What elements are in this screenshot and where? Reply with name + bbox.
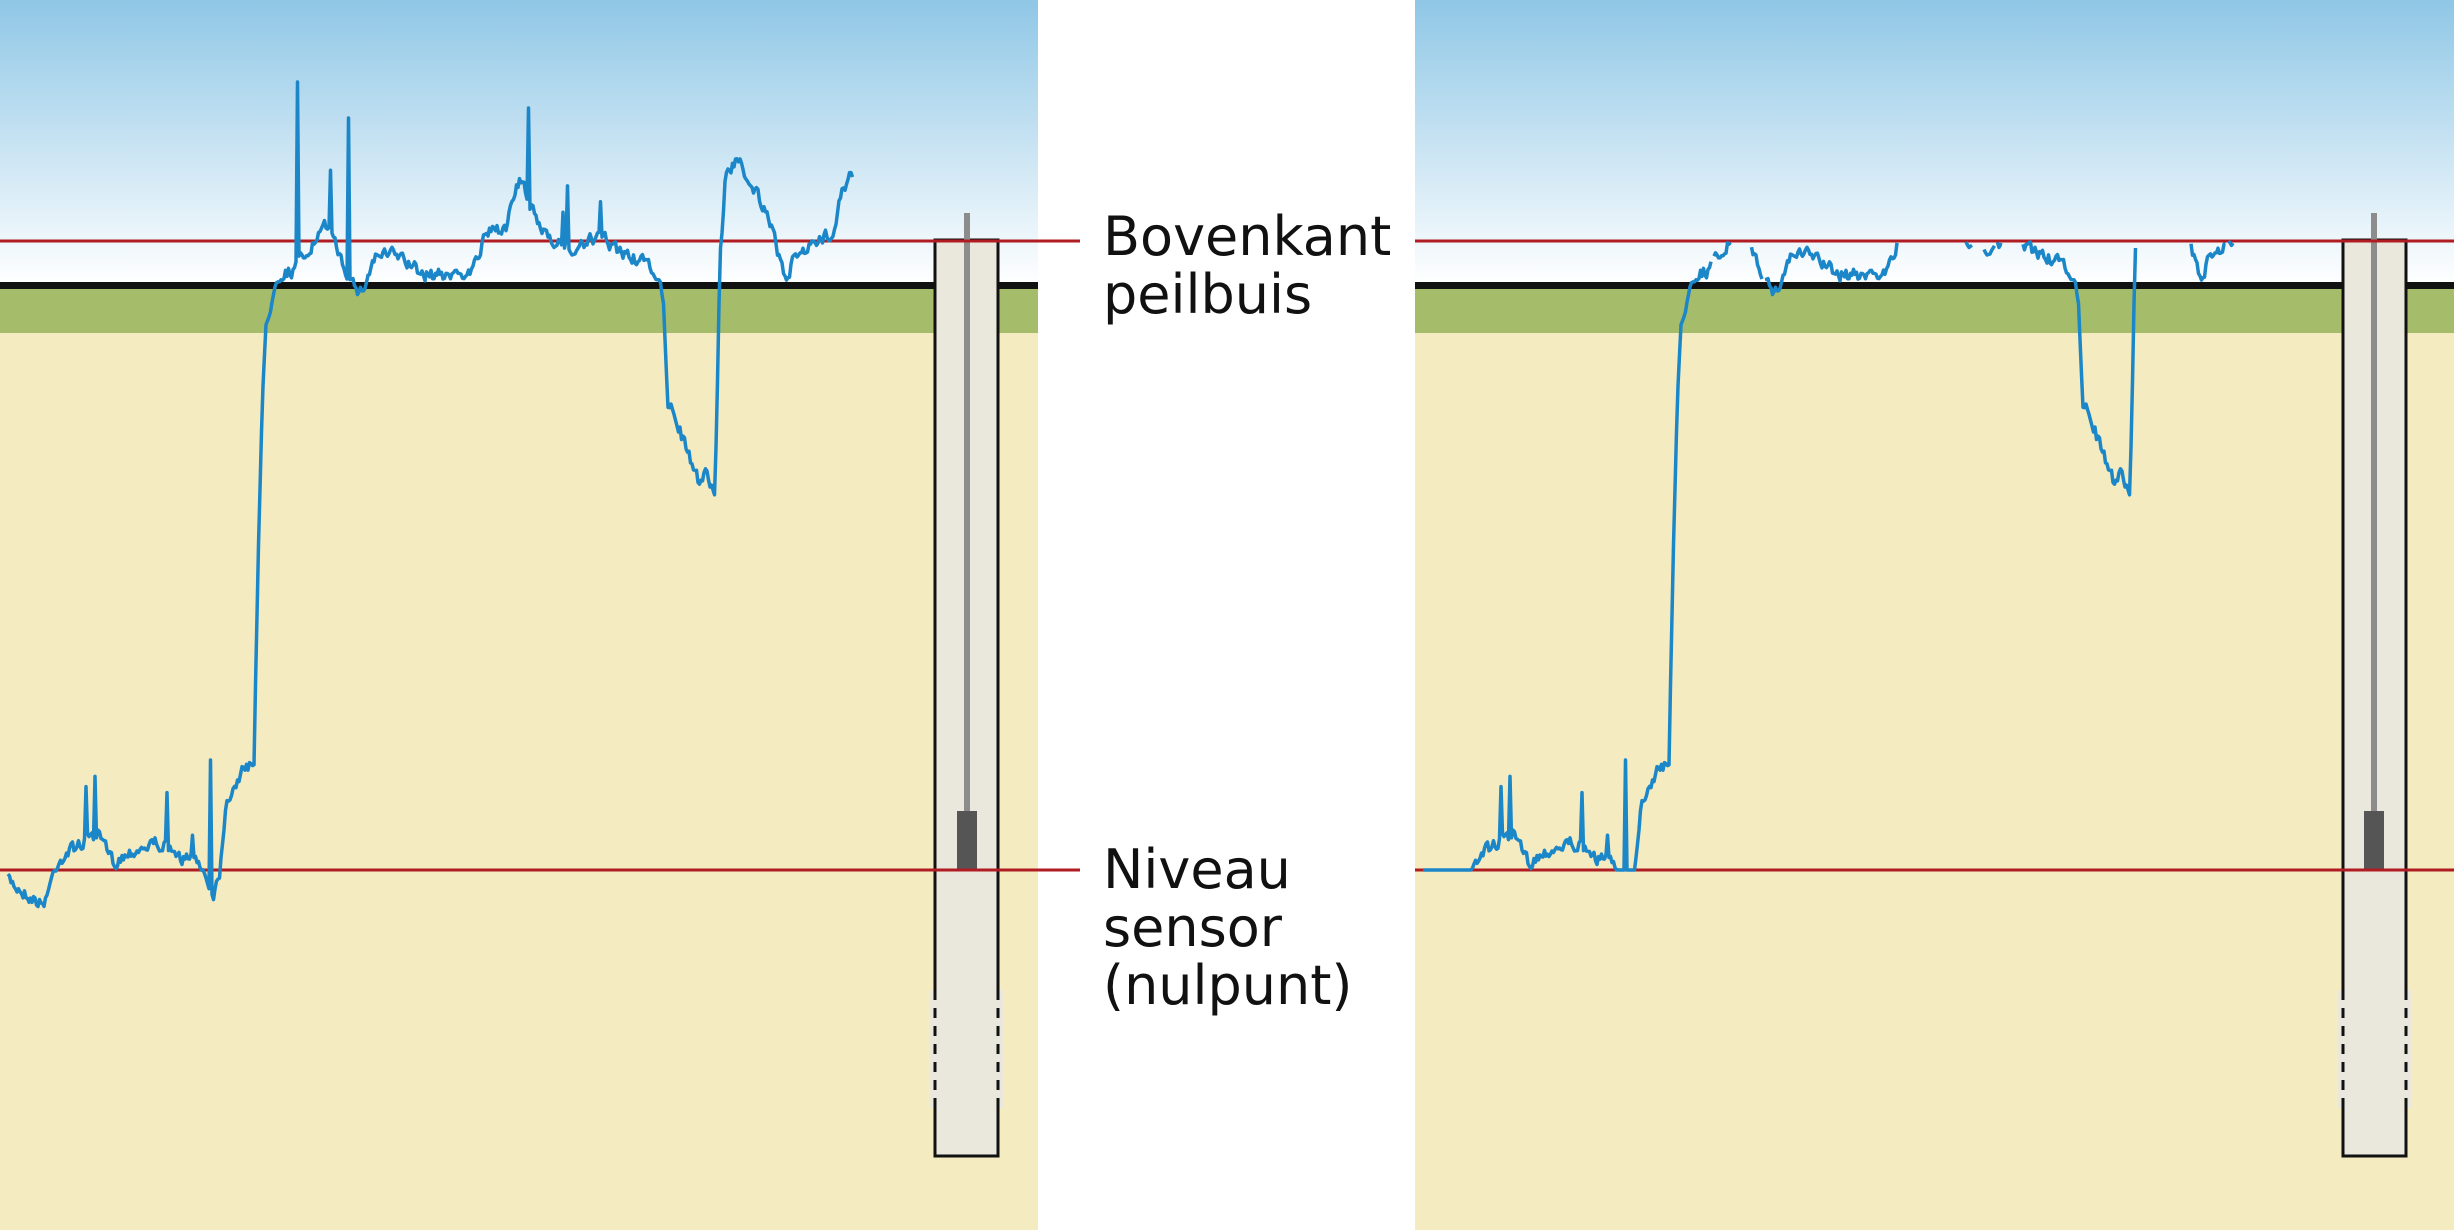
label-top-line-1: Bovenkant — [1103, 205, 1392, 268]
monitoring-well — [2338, 213, 2411, 1158]
well-tube-break — [930, 990, 1003, 1108]
label-top-line-2: peilbuis — [1103, 263, 1313, 326]
ground-surface-line — [1415, 282, 2454, 289]
label-bottom-line-2: sensor — [1103, 896, 1282, 959]
panel-right — [1415, 0, 2454, 1230]
monitoring-well — [930, 213, 1003, 1158]
label-bottom-line-1: Niveau — [1103, 838, 1291, 901]
panel-left — [0, 0, 1080, 1230]
label-top-of-tube: Bovenkant peilbuis — [1103, 208, 1391, 324]
grass-layer — [1415, 285, 2454, 333]
soil-layer — [1415, 333, 2454, 1230]
sky — [0, 0, 1038, 285]
sensor-cable — [964, 213, 970, 811]
well-tube-break — [2338, 990, 2411, 1108]
label-sensor-level: Niveau sensor (nulpunt) — [1103, 841, 1353, 1015]
sensor-cable — [2371, 213, 2377, 811]
soil-layer — [0, 333, 1038, 1230]
grass-layer — [0, 285, 1038, 333]
pressure-sensor — [2364, 811, 2384, 871]
water-level-series-unclipped — [6, 80, 855, 909]
pressure-sensor — [957, 811, 977, 871]
sky — [1415, 0, 2454, 285]
ground-surface-line — [0, 282, 1038, 289]
label-bottom-line-3: (nulpunt) — [1103, 954, 1353, 1017]
